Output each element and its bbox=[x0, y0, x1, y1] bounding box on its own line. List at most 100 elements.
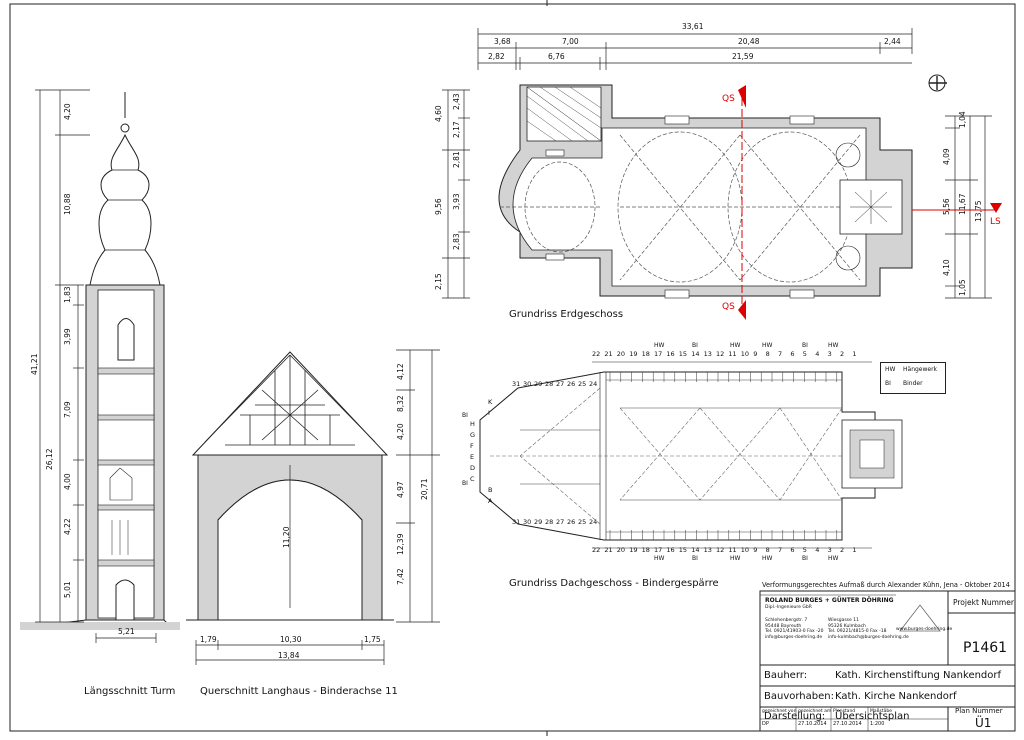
roof-axis-number-top: 14 bbox=[691, 350, 700, 358]
roof-axis-number-top: 21 bbox=[604, 350, 613, 358]
roof-axis-number-bottom: 3 bbox=[827, 546, 832, 554]
plan-number: Ü1 bbox=[975, 716, 992, 730]
roof-axis-number-bottom: 1 bbox=[852, 546, 857, 554]
client-value: Kath. Kirchenstiftung Nankendorf bbox=[835, 670, 1002, 681]
tower-section bbox=[19, 89, 180, 643]
roof-apse-number-top: 28 bbox=[545, 380, 554, 388]
roof-axis-number-bottom: 18 bbox=[641, 546, 650, 554]
cross-dim: 12,39 bbox=[396, 533, 405, 555]
roof-axis-number-top: 13 bbox=[703, 350, 712, 358]
roof-apse-number-top: 26 bbox=[567, 380, 576, 388]
plan-right-dim: 1,04 bbox=[958, 111, 967, 128]
project-number-label: Projekt Nummer bbox=[953, 598, 1014, 607]
cross-dim: 4,97 bbox=[396, 481, 405, 498]
cross-inner-height: 11,20 bbox=[282, 526, 291, 548]
roof-axis-number-top: 18 bbox=[641, 350, 650, 358]
roof-axis-hw-top: HW bbox=[654, 342, 665, 349]
tower-dim: 5,01 bbox=[63, 581, 72, 598]
project-title-value: Kath. Kirche Nankendorf bbox=[835, 691, 957, 702]
cross-width: 1,75 bbox=[364, 635, 381, 644]
project-title-label: Bauvorhaben: bbox=[764, 691, 834, 702]
cross-section bbox=[186, 349, 440, 665]
plan-number-label: Plan Nummer bbox=[955, 707, 1003, 715]
roof-axis-hw-top: HW bbox=[828, 342, 839, 349]
tower-width: 5,21 bbox=[118, 627, 135, 636]
roof-axis-number-top: 10 bbox=[740, 350, 750, 358]
plan-top-dim: 3,68 bbox=[494, 37, 511, 46]
roof-axis-number-top: 2 bbox=[840, 350, 845, 358]
roof-apse-number-bottom: 30 bbox=[523, 518, 532, 526]
roof-apse-number-top: 31 bbox=[512, 380, 521, 388]
plan-top-dim: 7,00 bbox=[562, 37, 579, 46]
roof-axis-number-top: 6 bbox=[790, 350, 795, 358]
roof-apse-number-bottom: 27 bbox=[556, 518, 565, 526]
roof-bi-left: BI bbox=[462, 412, 468, 419]
tower-section-label: Längsschnitt Turm bbox=[84, 686, 176, 697]
legend-hw-code: HW bbox=[885, 366, 896, 373]
roof-plan bbox=[479, 361, 903, 549]
footer-head: Maßstäbe bbox=[870, 709, 892, 714]
cross-dim: 7,42 bbox=[396, 568, 405, 585]
roof-axis-hw-bottom: HW bbox=[654, 555, 665, 562]
legend-bi-code: BI bbox=[885, 380, 891, 387]
legend-bi-text: Binder bbox=[903, 380, 923, 387]
roof-axis-hw-top: HW bbox=[762, 342, 773, 349]
plan-left-dim: 2,17 bbox=[452, 121, 461, 138]
roof-apse-letter: E bbox=[470, 453, 475, 461]
tower-dim: 4,22 bbox=[63, 518, 72, 535]
roof-axis-number-bottom: 15 bbox=[678, 546, 688, 554]
roof-axis-number-bottom: 9 bbox=[753, 546, 758, 554]
roof-axis-number-top: 9 bbox=[753, 350, 758, 358]
roof-axis-number-bottom: 22 bbox=[592, 546, 601, 554]
firm-web: www.burges-doehring.de bbox=[896, 627, 953, 632]
ground-plan-label: Grundriss Erdgeschoss bbox=[509, 309, 624, 320]
plan-top-dim: 21,59 bbox=[732, 52, 754, 61]
roof-bi-left: BI bbox=[462, 480, 468, 487]
roof-axis-number-top: 16 bbox=[666, 350, 675, 358]
roof-apse-number-bottom: 25 bbox=[578, 518, 587, 526]
plan-right-dim: 5,56 bbox=[942, 198, 951, 215]
roof-axis-hw-top: BI bbox=[802, 342, 808, 349]
roof-axis-number-bottom: 16 bbox=[666, 546, 675, 554]
roof-apse-letter: C bbox=[470, 475, 475, 483]
roof-axis-hw-bottom: HW bbox=[730, 555, 741, 562]
firm-name: ROLAND BURGES + GÜNTER DÖHRING bbox=[765, 597, 894, 604]
roof-plan-label: Grundriss Dachgeschoss - Bindergespärre bbox=[509, 578, 719, 589]
cross-total-width: 13,84 bbox=[278, 651, 300, 660]
plan-right-dim: 4,10 bbox=[942, 259, 951, 276]
roof-apse-letter: K bbox=[488, 398, 493, 406]
tower-dim: 4,20 bbox=[63, 103, 72, 120]
roof-axis-hw-top: BI bbox=[692, 342, 698, 349]
roof-axis-hw-bottom: HW bbox=[762, 555, 773, 562]
roof-axis-number-bottom: 21 bbox=[604, 546, 613, 554]
plan-left-dim: 3,93 bbox=[452, 193, 461, 210]
roof-apse-letter: D bbox=[470, 464, 476, 472]
plan-left-dim: 2,43 bbox=[452, 93, 461, 110]
roof-axis-number-top: 7 bbox=[778, 350, 783, 358]
roof-apse-number-bottom: 31 bbox=[512, 518, 521, 526]
footer-value: DP bbox=[762, 721, 769, 727]
roof-axis-number-bottom: 11 bbox=[728, 546, 737, 554]
cross-width: 1,79 bbox=[200, 635, 217, 644]
plan-left-dim: 4,60 bbox=[434, 105, 443, 122]
ground-plan bbox=[442, 28, 1002, 320]
roof-axis-number-top: 1 bbox=[852, 350, 857, 358]
roof-axis-number-top: 17 bbox=[654, 350, 663, 358]
roof-axis-hw-bottom: BI bbox=[802, 555, 808, 562]
roof-axis-number-bottom: 8 bbox=[765, 546, 770, 554]
roof-apse-number-top: 27 bbox=[556, 380, 565, 388]
roof-axis-number-top: 20 bbox=[616, 350, 626, 358]
roof-axis-number-bottom: 17 bbox=[654, 546, 663, 554]
plan-left-dim: 2,81 bbox=[452, 151, 461, 168]
footer-value: 27.10.2014 bbox=[798, 721, 827, 727]
footer-value: 27.10.2014 bbox=[833, 721, 862, 727]
section-marker-qs-bottom: QS bbox=[722, 302, 735, 312]
roof-axis-hw-bottom: BI bbox=[692, 555, 698, 562]
roof-apse-number-top: 24 bbox=[589, 380, 598, 388]
roof-axis-number-bottom: 19 bbox=[629, 546, 638, 554]
roof-axis-number-top: 5 bbox=[802, 350, 807, 358]
plan-top-dim: 6,76 bbox=[548, 52, 565, 61]
roof-axis-number-top: 15 bbox=[678, 350, 688, 358]
